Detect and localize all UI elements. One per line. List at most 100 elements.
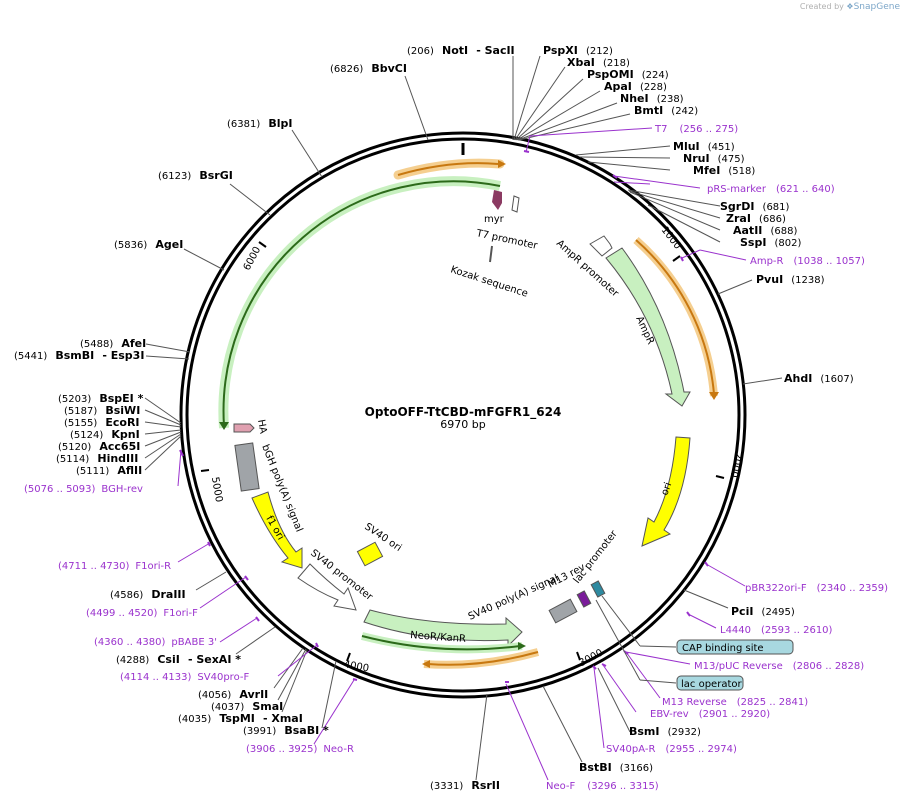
- orf-main-green-core: [222, 180, 501, 427]
- site-pspxi: PspXI (212): [543, 39, 613, 58]
- site-pvui: PvuI (1238): [756, 268, 825, 287]
- site-bmti: BmtI (242): [634, 99, 698, 118]
- orf-top-orange-core: [397, 162, 499, 176]
- orf-neor-green-arrow: [518, 642, 526, 650]
- t7-promoter-label: T7 promoter: [474, 228, 539, 252]
- site-afei: (5488) AfeI: [80, 332, 146, 351]
- primer-ebv-rev: EBV-rev(2901 .. 2920): [650, 709, 770, 720]
- site-bsabi: (3991) BsaBI *: [243, 719, 329, 738]
- site-avrii: (4056) AvrII: [198, 683, 268, 702]
- myr-feature: [492, 190, 502, 210]
- ampr-promoter-arrow: [589, 235, 613, 257]
- site-sgrdi: SgrDI (681): [720, 195, 790, 214]
- lac-operator-label: lac operator: [681, 679, 742, 690]
- primer-l4440: L4440(2593 .. 2610): [720, 625, 833, 636]
- primer-pbabe3: (4360 .. 4380)pBABE 3': [94, 637, 217, 648]
- site-hindiii: (5114) HindIII: [56, 447, 138, 466]
- sv40-ori-feature: [356, 541, 384, 567]
- orf-neor-green-core: [361, 635, 521, 651]
- orf-bottom-orange-core: [427, 651, 539, 666]
- credit-prefix: Created by: [799, 2, 844, 11]
- primer-labels: T7(256 .. 275) pRS-marker(621 .. 640) Am…: [24, 124, 888, 792]
- boxed-leaders: [595, 595, 677, 684]
- orf-main-green-arrow: [219, 422, 229, 430]
- primer-t7: T7(256 .. 275): [654, 124, 738, 135]
- site-blpi: (6381) BlpI: [227, 112, 292, 131]
- ori-label: ori: [659, 481, 674, 497]
- kozak-label: Kozak sequence: [449, 264, 529, 299]
- site-rsrii: (3331) RsrII: [430, 774, 500, 793]
- site-aatii: AatII (688): [733, 219, 797, 238]
- tick-5000: [200, 469, 210, 472]
- site-labels: (206) NotI - SacII PspXI (212) XbaI (218…: [14, 39, 854, 793]
- ori-feature: [641, 436, 691, 547]
- site-notI: (206) NotI - SacII: [407, 39, 515, 58]
- site-aflii: (5111) AflII: [76, 459, 142, 478]
- site-smai: (4037) SmaI: [211, 695, 283, 714]
- sv40-promoter-feature: [297, 563, 357, 611]
- tick-3000: [576, 651, 581, 661]
- lac-promoter-label: lac promoter: [572, 528, 621, 586]
- plasmid-length: 6970 bp: [440, 418, 485, 431]
- orf-top-orange-arrow: [498, 160, 506, 168]
- tick-4000: [346, 652, 351, 662]
- ha-label: HA: [255, 419, 268, 435]
- site-acc65i: (5120) Acc65I: [58, 435, 140, 454]
- site-sspi: SspI (802): [740, 231, 802, 250]
- orf-main-green: [218, 176, 502, 429]
- primer-neo-f: Neo-F(3296 .. 3315): [546, 781, 659, 792]
- site-bsrgi: (6123) BsrGI: [158, 164, 233, 183]
- ha-feature: [233, 423, 255, 433]
- myr-label: myr: [484, 214, 505, 225]
- lac-promoter-feature: [590, 580, 606, 598]
- site-bspei: (5203) BspEI *: [58, 387, 144, 406]
- site-bstbi: BstBI (3166): [579, 756, 653, 775]
- site-mfei: MfeI (518): [693, 159, 755, 178]
- primer-marks: [179, 150, 709, 683]
- orf-ampr-orange-arrow: [709, 392, 719, 400]
- primer-neo-r: (3906 .. 3925)Neo-R: [246, 744, 354, 755]
- neor-label: NeoR/KanR: [410, 630, 467, 645]
- m13-rev-feature: [576, 590, 592, 608]
- tick-2000: [715, 475, 725, 479]
- site-csii: (4288) CsiI - SexAI *: [116, 648, 241, 667]
- site-pcii: PciI (2495): [731, 600, 795, 619]
- plasmid-backbone: [179, 131, 747, 699]
- site-apai: ApaI (228): [604, 75, 667, 94]
- site-tspmi: (4035) TspMI - XmaI: [178, 707, 303, 726]
- tick-1000: [672, 255, 681, 262]
- site-zrai: ZraI (686): [726, 207, 786, 226]
- primer-f1ori-f: (4499 .. 4520)F1ori-F: [86, 608, 198, 619]
- snapgene-credit: Created by ❖SnapGene: [800, 2, 900, 12]
- site-nhei: NheI (238): [620, 87, 684, 106]
- primer-bgh-rev: (5076 .. 5093)BGH-rev: [24, 484, 143, 495]
- site-kpni: (5124) KpnI: [70, 423, 140, 442]
- site-bsiwi: (5187) BsiWI: [64, 399, 140, 418]
- plasmid-name: OptoOFF-TtCBD-mFGFR1_624: [365, 405, 562, 420]
- t7-promoter-arrow: [511, 195, 520, 213]
- primer-m13-reverse: M13 Reverse(2825 .. 2841): [662, 697, 808, 708]
- kozak-mark: [489, 245, 493, 263]
- tick-label-1000: 1000: [659, 225, 683, 252]
- primer-prs-marker: pRS-marker(621 .. 640): [707, 184, 835, 195]
- tick-label-4000: 4000: [343, 659, 370, 674]
- site-bbvci: (6826) BbvCI: [330, 57, 407, 76]
- site-draiii: (4586) DraIII: [110, 583, 186, 602]
- orf-ampr-orange-core: [635, 239, 715, 395]
- tick-label-6000: 6000: [242, 245, 264, 273]
- site-xbai: XbaI (218): [567, 51, 630, 70]
- site-pspomi: PspOMI (224): [587, 63, 669, 82]
- sv40-polya-feature: [548, 598, 578, 624]
- orf-bottom-orange-arrow: [422, 660, 430, 668]
- site-nrui: NruI (475): [683, 147, 745, 166]
- primer-sv40pro-f: (4114 .. 4133)SV40pro-F: [120, 672, 249, 683]
- f1-ori-feature: [251, 491, 303, 569]
- primer-m13-puc-reverse: M13/pUC Reverse(2806 .. 2828): [694, 661, 864, 672]
- tick-label-2000: 2000: [728, 451, 744, 478]
- site-leaders: [144, 55, 783, 781]
- bgh-polya-feature: [234, 442, 260, 492]
- primer-sv40pa-r: SV40pA-R(2955 .. 2974): [606, 744, 737, 755]
- tick-label-5000: 5000: [209, 476, 224, 503]
- primer-amp-r: Amp-R(1038 .. 1057): [750, 256, 865, 267]
